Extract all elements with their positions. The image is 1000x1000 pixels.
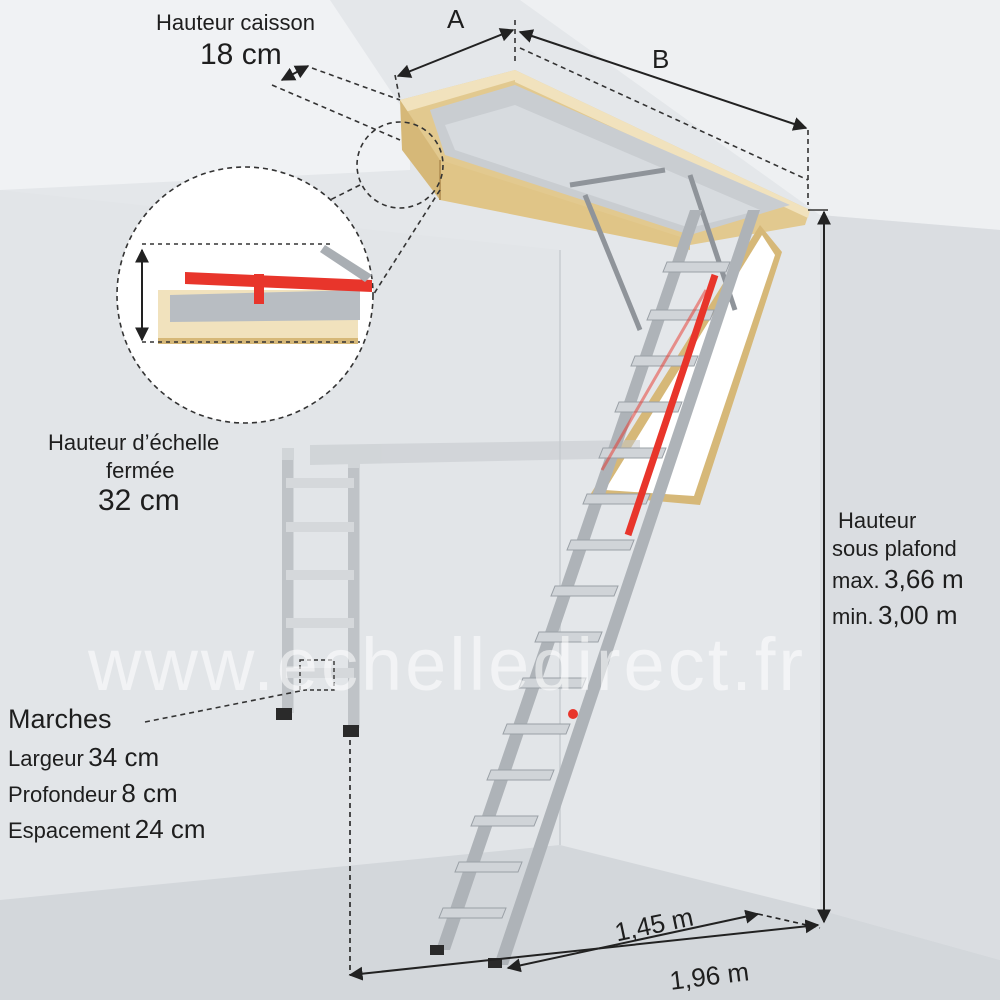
ceiling-height-arrow: [808, 209, 831, 924]
ceiling-height-line1: Hauteur: [838, 508, 917, 533]
ceiling-left: [0, 0, 410, 190]
ceiling-height-line2: sous plafond: [832, 536, 957, 561]
closed-ladder-line1: Hauteur d’échelle: [48, 430, 220, 455]
floor-dimensions: [348, 740, 821, 981]
steps-spacing-value: 24 cm: [134, 814, 206, 844]
steps-depth-value: 8 cm: [121, 778, 178, 808]
steps-width: Largeur 34 cm: [8, 742, 159, 773]
steps-spacing-label: Espacement: [8, 818, 131, 843]
steps-width-label: Largeur: [8, 746, 84, 771]
ceiling-height-min: min. 3,00 m: [832, 600, 958, 631]
steps-depth-label: Profondeur: [8, 782, 117, 807]
main-ladder: [430, 210, 760, 968]
zoom-source-circle: [356, 121, 444, 209]
steps-spacing: Espacement 24 cm: [8, 814, 206, 845]
ceiling-min-value: 3,00 m: [878, 600, 958, 630]
steps-leader-line: [144, 689, 306, 723]
caisson-label: Hauteur caisson: [156, 10, 315, 35]
watermark-text: www.echelledirect.fr: [88, 623, 807, 706]
steps-width-value: 34 cm: [88, 742, 160, 772]
ceiling-height-max: max. 3,66 m: [832, 564, 964, 595]
dim-b-label: B: [652, 44, 670, 74]
ceiling-min-label: min.: [832, 604, 874, 629]
ladder-short-section: [276, 460, 359, 737]
ceiling-max-value: 3,66 m: [884, 564, 964, 594]
dim-a-label: A: [447, 4, 465, 34]
caisson-arrows: [280, 28, 808, 131]
closed-ladder-line2: fermée: [106, 458, 175, 483]
closed-ladder-value: 32 cm: [98, 484, 180, 517]
ceiling-max-label: max.: [832, 568, 880, 593]
caisson-value: 18 cm: [200, 38, 282, 71]
steps-depth: Profondeur 8 cm: [8, 778, 178, 809]
steps-title: Marches: [8, 704, 112, 734]
right-wall: [820, 215, 1000, 960]
zoom-detail: [116, 166, 374, 424]
